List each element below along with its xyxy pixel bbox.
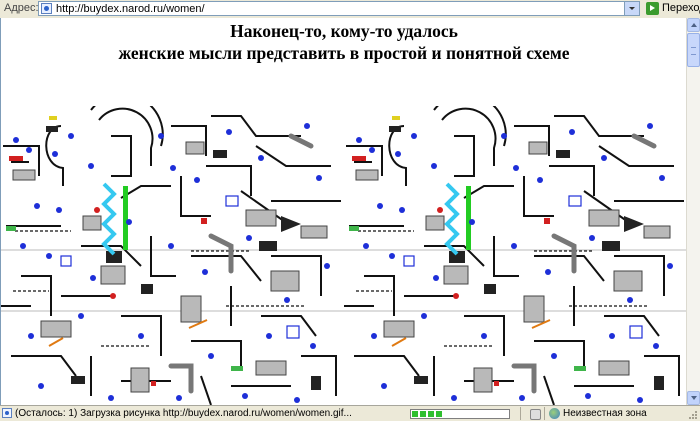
go-button-label: Переход xyxy=(662,2,700,14)
progress-fill xyxy=(412,411,444,417)
address-dropdown-button[interactable] xyxy=(624,2,639,15)
address-input[interactable]: http://buydex.narod.ru/women/ xyxy=(38,1,640,16)
security-zone-label: Неизвестная зона xyxy=(563,408,647,419)
loading-page-icon xyxy=(2,408,12,418)
status-separator xyxy=(544,407,545,420)
headline-line-1: Наконец-то, кому-то удалось xyxy=(230,21,458,41)
go-button[interactable]: Переход xyxy=(646,1,700,17)
scroll-down-button[interactable] xyxy=(687,391,700,405)
address-url[interactable]: http://buydex.narod.ru/women/ xyxy=(56,3,205,15)
lock-icon xyxy=(530,409,541,420)
resize-grip-icon[interactable] xyxy=(688,410,698,420)
scroll-thumb[interactable] xyxy=(687,33,700,67)
women-thoughts-diagram xyxy=(1,106,686,405)
status-bar: (Осталось: 1) Загрузка рисунка http://bu… xyxy=(0,405,700,421)
ie-page-icon xyxy=(41,3,52,14)
go-arrow-icon xyxy=(646,2,659,15)
internet-zone-icon xyxy=(549,408,560,419)
headline-line-2: женские мысли представить в простой и по… xyxy=(118,43,570,63)
address-label: Адрес: xyxy=(4,2,39,14)
vertical-scrollbar[interactable] xyxy=(686,18,700,405)
status-separator xyxy=(520,407,521,420)
page-viewport: Наконец-то, кому-то удалось женские мысл… xyxy=(0,18,686,405)
status-text: (Осталось: 1) Загрузка рисунка http://bu… xyxy=(15,408,352,419)
progress-bar xyxy=(410,409,510,419)
address-bar: Адрес: http://buydex.narod.ru/women/ Пер… xyxy=(0,0,700,19)
scroll-up-button[interactable] xyxy=(687,18,700,32)
